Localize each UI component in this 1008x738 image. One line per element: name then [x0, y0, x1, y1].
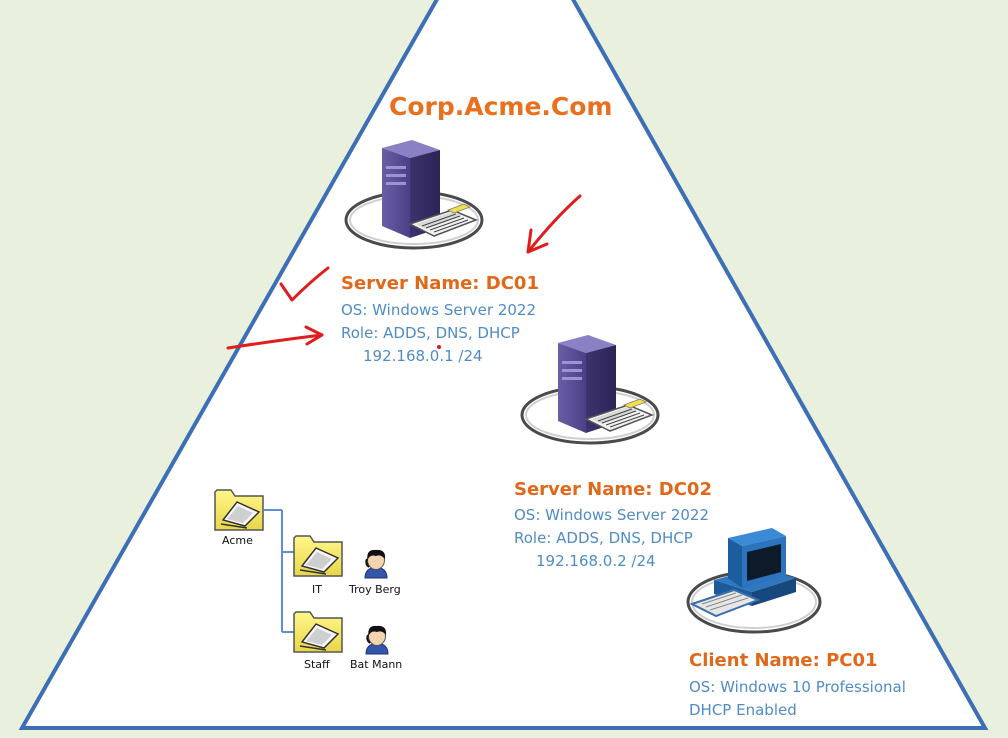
- dc01-ip-label: 192.168.0.1 /24: [363, 347, 483, 365]
- ou-tree-connectors: [264, 509, 294, 633]
- user-bat-mann-label: Bat Mann: [350, 658, 403, 671]
- pc01-os-label: OS: Windows 10 Professional: [689, 678, 906, 696]
- red-annotations: [226, 194, 582, 350]
- red-arrow-horizontal-mark: [226, 333, 324, 350]
- dc02-ip-label: 192.168.0.2 /24: [536, 552, 656, 570]
- domain-title: Corp.Acme.Com: [389, 92, 613, 121]
- dc02-os-label: OS: Windows Server 2022: [514, 506, 710, 524]
- red-arrow-horizontal-head: [304, 325, 324, 346]
- dc01-os-label: OS: Windows Server 2022: [341, 301, 537, 319]
- pc01-computer-icon: [686, 528, 822, 634]
- dc01-role-label: Role: ADDS, DNS, DHCP: [341, 324, 520, 342]
- it-folder-icon: [293, 535, 343, 577]
- acme-folder-icon: [214, 489, 264, 531]
- staff-folder-icon: [293, 611, 343, 653]
- bat-mann-user-icon: [365, 624, 389, 655]
- pc01-name-label: Client Name: PC01: [689, 650, 878, 671]
- red-dot-mark: [437, 345, 441, 349]
- ou-acme-label: Acme: [222, 534, 253, 547]
- dc02-role-label: Role: ADDS, DNS, DHCP: [514, 529, 693, 547]
- user-troy-berg-label: Troy Berg: [349, 583, 401, 596]
- ou-staff-label: Staff: [304, 658, 330, 671]
- dc02-name-label: Server Name: DC02: [514, 479, 712, 500]
- pc01-dhcp-label: DHCP Enabled: [689, 701, 797, 719]
- red-arrow-diagonal-head: [526, 228, 549, 254]
- troy-berg-user-icon: [364, 548, 388, 579]
- dc01-name-label: Server Name: DC01: [341, 273, 539, 294]
- ou-it-label: IT: [312, 583, 322, 596]
- red-arrow-diagonal-mark: [526, 194, 582, 254]
- red-checkmark: [279, 266, 330, 302]
